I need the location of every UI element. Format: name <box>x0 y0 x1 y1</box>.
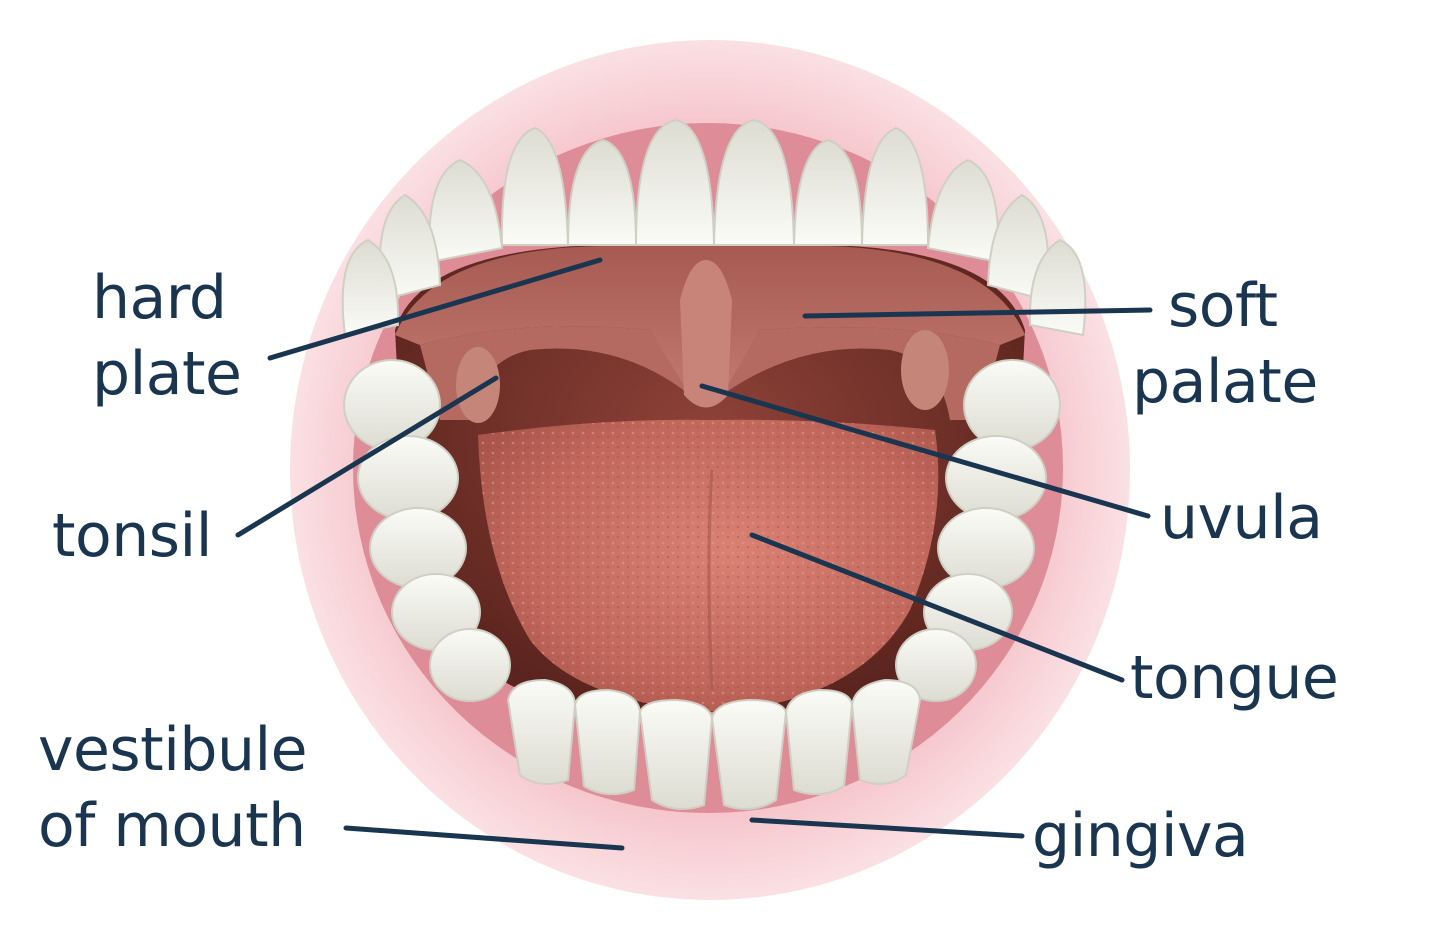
label-tonsil: tonsil <box>52 498 212 574</box>
tonsil-left <box>456 347 500 423</box>
leader-tongue <box>749 532 1125 683</box>
label-gingiva: gingiva <box>1032 798 1249 874</box>
tonsil-right <box>901 330 949 410</box>
label-uvula-text: uvula <box>1160 483 1323 553</box>
label-vestibule-line2: of mouth <box>38 791 306 861</box>
leader-lines <box>235 257 1153 851</box>
label-hard-plate-line1: hard <box>92 263 227 333</box>
uvula <box>680 260 732 408</box>
leader-hard-plate <box>267 257 603 361</box>
label-soft-palate: soft palate <box>1132 268 1318 420</box>
label-hard-plate: hard plate <box>92 260 242 412</box>
upper-teeth <box>341 118 1087 337</box>
leader-gingiva <box>749 817 1025 839</box>
tongue-midline <box>707 469 714 691</box>
soft-palate-left-arch <box>420 326 690 420</box>
label-tongue: tongue <box>1130 640 1339 716</box>
leader-uvula <box>699 383 1151 519</box>
label-tongue-text: tongue <box>1130 643 1339 713</box>
leader-soft-palate <box>802 307 1153 319</box>
label-uvula: uvula <box>1160 480 1323 556</box>
label-soft-palate-line1: soft <box>1168 271 1278 341</box>
label-tonsil-text: tonsil <box>52 501 212 571</box>
leader-vestibule <box>343 825 625 851</box>
left-molars <box>343 359 511 702</box>
right-molars <box>895 359 1061 702</box>
leader-tonsil <box>235 375 499 538</box>
label-soft-palate-line2: palate <box>1132 347 1318 417</box>
label-vestibule-of-mouth: vestibule of mouth <box>38 712 308 864</box>
lower-teeth <box>506 678 922 810</box>
label-vestibule-line1: vestibule <box>38 715 308 785</box>
label-hard-plate-line2: plate <box>92 339 242 409</box>
label-gingiva-text: gingiva <box>1032 801 1249 871</box>
